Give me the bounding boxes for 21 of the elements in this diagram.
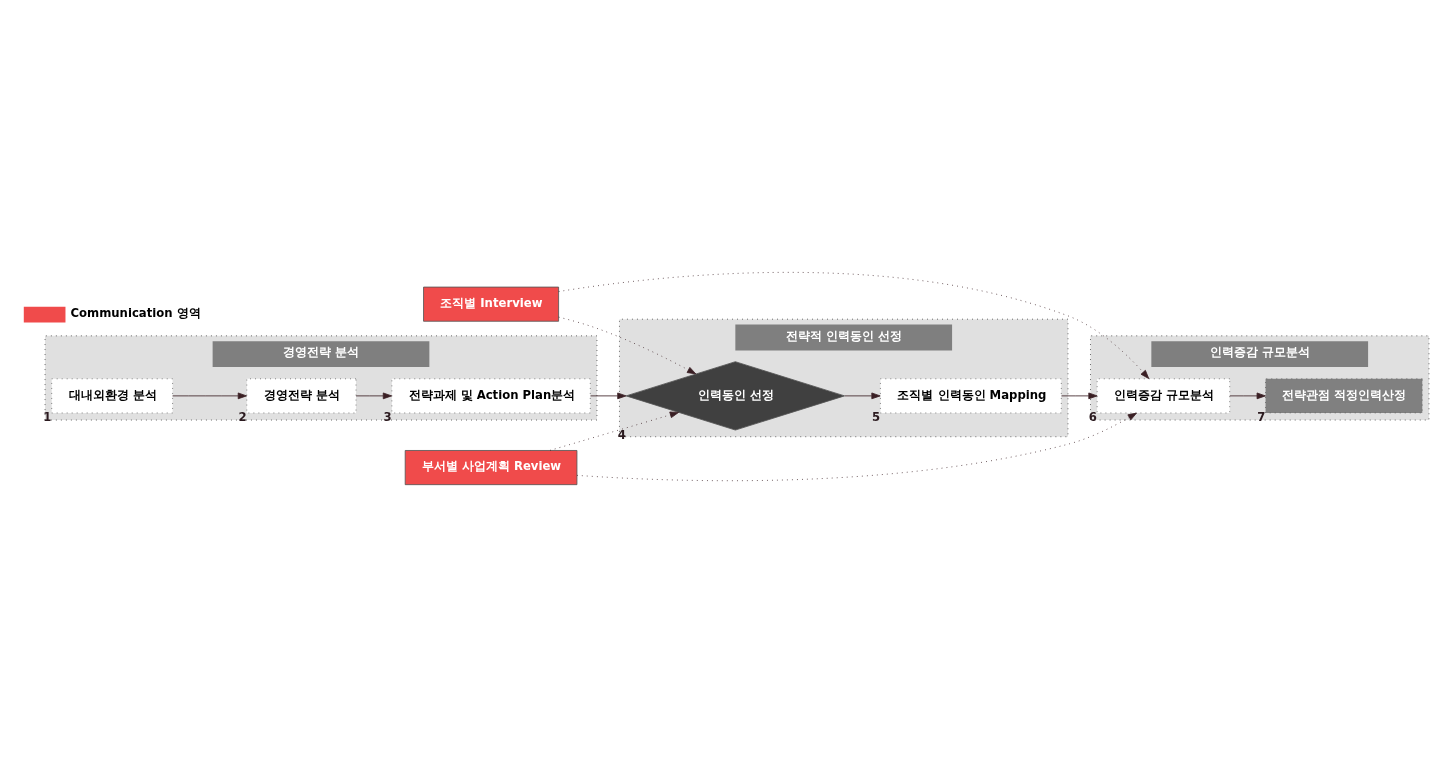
node-box: 전략관점 적정인력산정 xyxy=(1265,378,1423,414)
legend-label: Communication 영역 xyxy=(70,305,201,320)
arrow xyxy=(355,392,392,400)
arrow xyxy=(558,271,1150,379)
arrow xyxy=(172,392,247,400)
node-box: 조직별 인력동인 Mapping xyxy=(880,378,1062,414)
arrow xyxy=(590,392,627,400)
arrow xyxy=(558,316,697,375)
node-box: 대내외환경 분석 xyxy=(51,378,173,414)
node-diamond: 인력동인 선정 xyxy=(625,361,845,431)
arrow xyxy=(549,411,679,451)
node-box: 조직별 Interview xyxy=(423,286,559,322)
node-box: 부서별 사업계획 Review xyxy=(404,450,578,486)
arrow xyxy=(576,412,1137,482)
arrow xyxy=(1229,392,1266,400)
node-box: 전략과제 및 Action Plan분석 xyxy=(391,378,591,414)
arrow xyxy=(844,392,881,400)
node-box: 경영전략 분석 xyxy=(246,378,357,414)
arrow xyxy=(1061,392,1098,400)
node-label: 5 xyxy=(872,410,881,425)
node-box: 인력증감 규모분석 xyxy=(1096,378,1231,414)
